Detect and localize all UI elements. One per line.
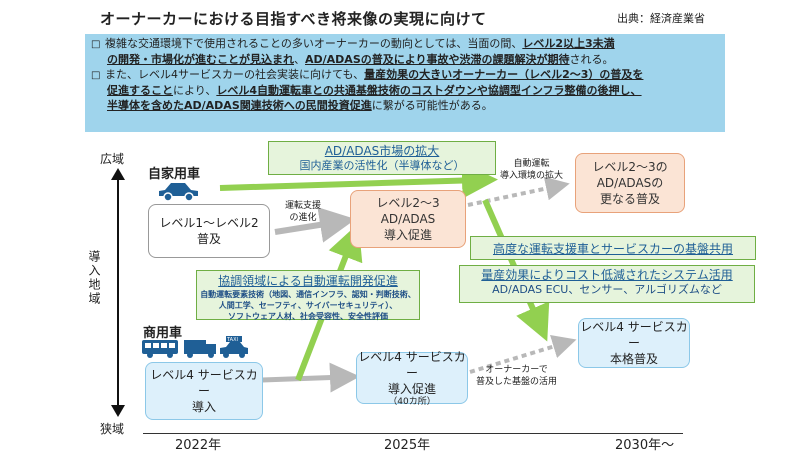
box-l4-service-full: レベル4 サービスカー 本格普及 [578,318,690,368]
axis-middle-label: 導入地域 [87,250,101,306]
bus-icon [142,340,178,358]
green-box-shared-platform: 高度な運転支援車とサービスカーの基盤共用 [470,236,756,260]
bullet-icon: □ [91,70,101,81]
taxi-icon [220,336,248,358]
private-car-icon [159,183,198,202]
commercial-vehicles-icon: TAXI [142,336,248,358]
note-driving-support: 運転支援 の進化 [285,201,322,223]
axis-vertical [117,178,119,406]
gray-dashed-arrow-l4promo-to-l4full [469,335,577,374]
green-box-market-expansion: AD/ADAS市場の拡大 国内産業の活性化（半導体など） [268,141,496,175]
year-label-2025: 2025年 [384,438,431,453]
axis-arrow-down-icon [111,405,125,417]
taxi-label: TAXI [226,337,238,343]
summary-line-4: 促進することにより、レベル4自動運転車との共通基盤技術のコストダウンや協調型イン… [107,84,642,97]
box-l4-service-intro: レベル4 サービスカー 導入 [145,362,263,420]
gray-arrow-level12-to-level23 [274,207,356,243]
summary-line-5: 半導体を含めたAD/ADAS関連技術への民間投資促進に繋がる可能性がある。 [107,99,493,112]
box-l4-service-promo: レベル4 サービスカー 導入促進 （40カ所） [356,350,468,407]
gray-arrow-l4intro-to-l4promo [261,362,360,393]
note-owner-base-use: オーナーカーで 普及した基盤の活用 [476,365,558,387]
source-label: 出典：経済産業省 [617,12,705,25]
summary-line-2: の開発・市場化が進むことが見込まれ、AD/ADASの普及により事故や渋滞の課題解… [107,53,614,66]
year-label-2030: 2030年～ [615,438,675,453]
truck-icon [184,340,216,358]
box-level23-further: レベル2～3の AD/ADASの 更なる普及 [575,153,685,213]
green-box-cost-reduction: 量産効果によりコスト低減されたシステム活用 AD/ADAS ECU、センサー、ア… [459,265,755,303]
page-title: オーナーカーにおける目指すべき将来像の実現に向けて [100,10,487,28]
axis-arrow-up-icon [111,168,125,180]
axis-horizontal [143,433,683,434]
green-arrow-to-l4full [482,198,550,342]
category-commercial-label: 商用車 [143,326,183,341]
green-arrow-top-expansion [219,162,498,199]
box-level23-intro: レベル2～3 AD/ADAS 導入促進 [350,190,466,248]
year-label-2022: 2022年 [175,438,222,453]
category-private-label: 自家用車 [148,167,201,182]
note-env-expansion: 自動運転 導入環境の拡大 [500,159,564,181]
summary-line-1: □複雑な交通環境下で使用されることの多いオーナーカーの動向としては、当面の間、レ… [91,37,615,50]
axis-bottom-label: 狭域 [100,422,125,436]
gray-dashed-arrow-level23-to-future [467,176,570,207]
axis-top-label: 広域 [100,152,125,166]
bullet-icon: □ [91,39,101,50]
box-level12-spread: レベル1～レベル2 普及 [148,204,270,258]
summary-box: □複雑な交通環境下で使用されることの多いオーナーカーの動向としては、当面の間、レ… [85,34,725,132]
summary-line-3: □また、レベル4サービスカーの社会実装に向けても、量産効果の大きいオーナーカー（… [91,68,644,81]
green-box-cooperative-development: 協調領域による自動運転開発促進 自動運転要素技術（地図、通信インフラ、認知・判断… [196,270,420,321]
